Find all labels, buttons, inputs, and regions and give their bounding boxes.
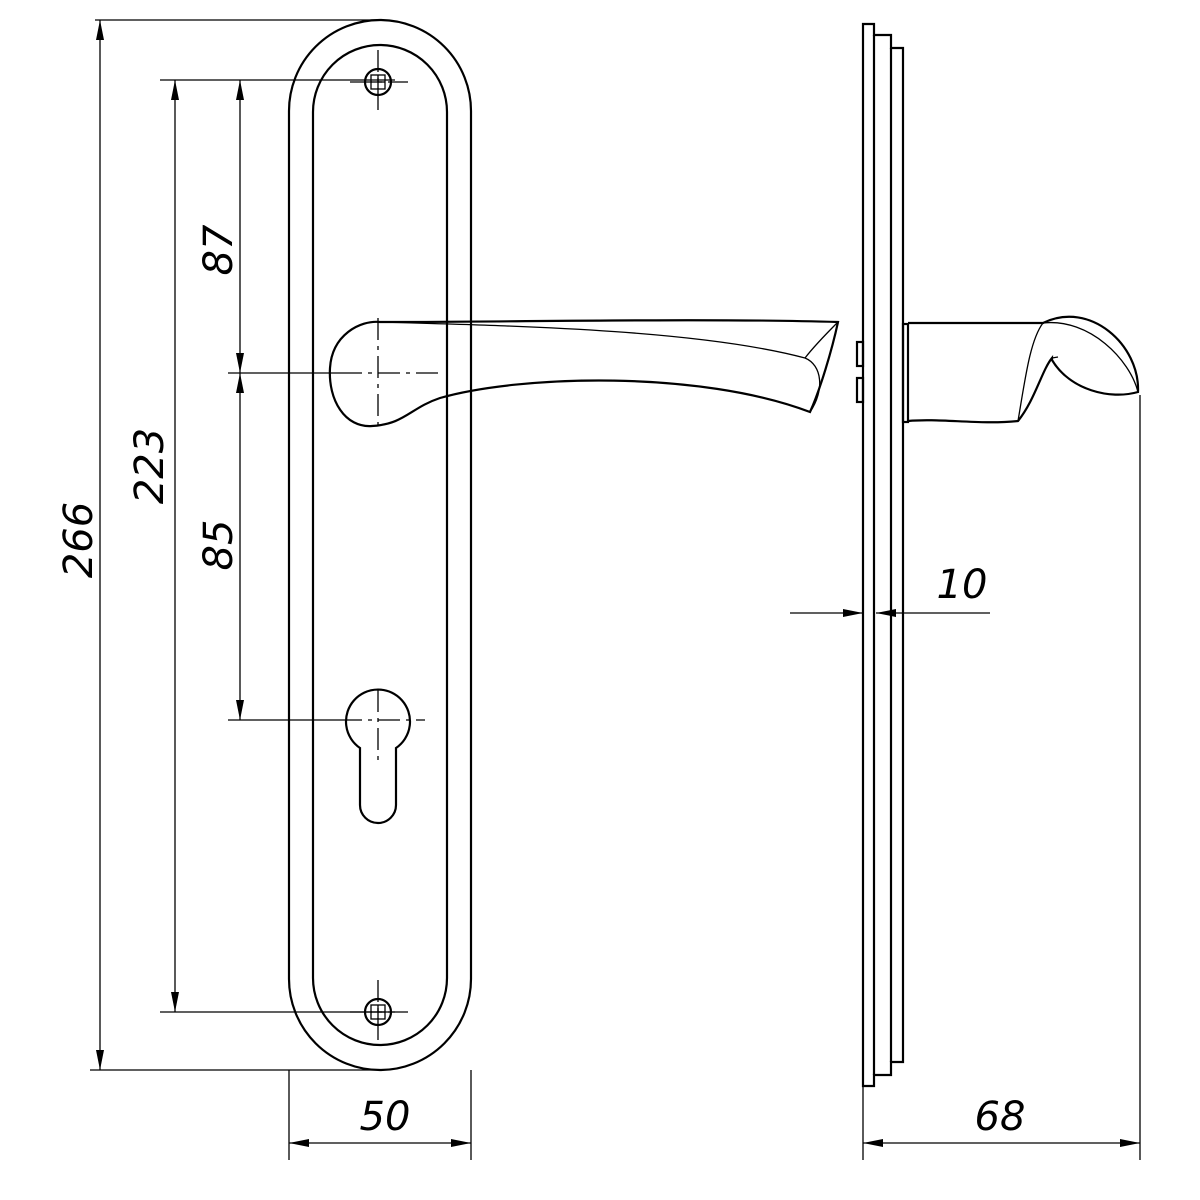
dimension-projection: 68 bbox=[862, 395, 1141, 1160]
cylinder-keyhole bbox=[340, 688, 425, 825]
dimension-plate-thickness: 10 bbox=[790, 562, 990, 617]
dimension-screw-to-handle: 87 bbox=[196, 80, 340, 374]
side-lever-handle bbox=[901, 315, 1140, 424]
dim-label-68: 68 bbox=[975, 1094, 1026, 1140]
plate-inner bbox=[311, 43, 449, 1047]
lever-handle bbox=[328, 318, 840, 430]
dimension-screw-spacing: 223 bbox=[127, 79, 395, 1013]
dim-label-10: 10 bbox=[937, 562, 988, 608]
dim-label-266: 266 bbox=[56, 502, 102, 578]
dim-label-50: 50 bbox=[360, 1094, 411, 1140]
dim-label-223: 223 bbox=[127, 428, 173, 504]
dim-label-87: 87 bbox=[196, 224, 242, 275]
bottom-screw-icon bbox=[350, 980, 408, 1042]
dimension-plate-width: 50 bbox=[288, 1070, 472, 1160]
side-view bbox=[855, 22, 1140, 1088]
dimension-overall-height: 266 bbox=[56, 19, 380, 1071]
plate-profile bbox=[861, 22, 905, 1088]
front-view bbox=[287, 18, 840, 1072]
dimension-handle-to-cylinder: 85 bbox=[196, 373, 340, 721]
top-screw-icon bbox=[350, 50, 408, 112]
dim-label-85: 85 bbox=[196, 520, 242, 571]
plate-outer bbox=[287, 18, 473, 1072]
